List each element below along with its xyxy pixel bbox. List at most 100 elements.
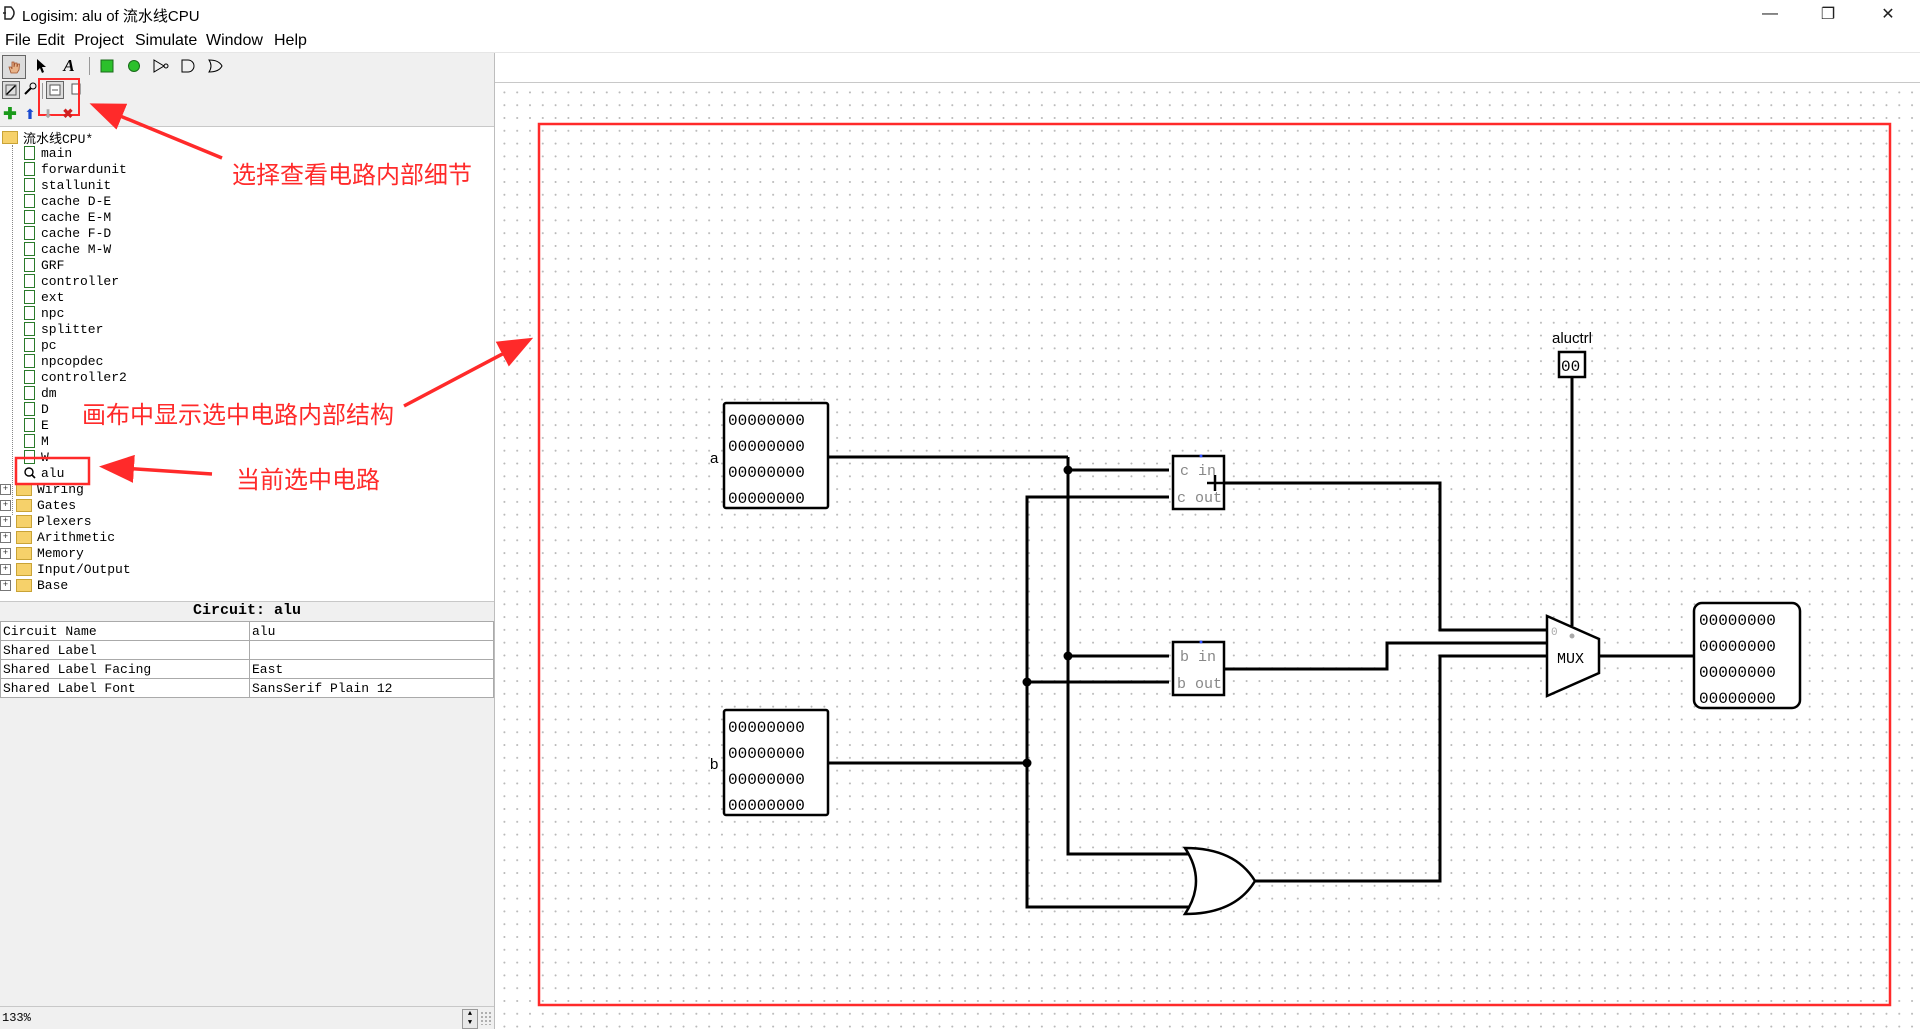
attribute-value[interactable]: SansSerif Plain 12	[249, 678, 494, 698]
attribute-value[interactable]	[249, 640, 494, 660]
attribute-value[interactable]: alu	[249, 621, 494, 641]
library-plexers[interactable]: +Plexers	[0, 513, 92, 529]
or-gate-tool-button[interactable]	[204, 55, 226, 77]
circuit-item-label: main	[41, 145, 73, 161]
expand-icon[interactable]: +	[0, 531, 11, 543]
menu-window[interactable]: Window	[206, 32, 263, 49]
circuit-item-label: cache E-M	[41, 209, 112, 225]
circuit-item-controller2[interactable]: controller2	[24, 369, 127, 385]
project-root-label: 流水线CPU*	[23, 131, 94, 147]
poke-tool-button[interactable]	[2, 55, 26, 79]
input-b-bits-row-3: 00000000	[728, 771, 805, 789]
circuit-canvas[interactable]: 00000000 00000000 00000000 00000000 a 00…	[495, 82, 1920, 1030]
circuit-item-ext[interactable]: ext	[24, 289, 64, 305]
circuit-item-stallunit[interactable]: stallunit	[24, 177, 111, 193]
library-gates[interactable]: +Gates	[0, 497, 76, 513]
circuit-item-main[interactable]: main	[24, 145, 72, 161]
view-circuit-appearance-button[interactable]	[68, 81, 84, 97]
circuit-item-grf[interactable]: GRF	[24, 257, 64, 273]
folder-icon	[16, 530, 32, 544]
junction-a-2	[1063, 651, 1073, 661]
zoom-down-icon[interactable]: ▼	[467, 1019, 473, 1027]
menu-simulate[interactable]: Simulate	[135, 32, 198, 49]
output-pin[interactable]: 00000000 00000000 00000000 00000000	[1692, 601, 1802, 710]
library-arithmetic[interactable]: +Arithmetic	[0, 529, 115, 545]
subcircuit-2[interactable]: b in b out	[1171, 640, 1226, 697]
expand-icon[interactable]: +	[0, 483, 11, 495]
not-gate-tool-button[interactable]	[150, 55, 172, 77]
circuit-item-alu[interactable]: alu	[24, 465, 64, 481]
circuit-item-npc[interactable]: npc	[24, 305, 64, 321]
and-gate-tool-button[interactable]	[177, 55, 199, 77]
subcircuit-1-in-label: c in	[1180, 463, 1216, 480]
circuit-item-m[interactable]: M	[24, 433, 49, 449]
circuit-item-forwardunit[interactable]: forwardunit	[24, 161, 127, 177]
project-root[interactable]: 流水线CPU*	[2, 129, 94, 147]
output-pin-tool-button[interactable]	[123, 55, 145, 77]
circuit-item-d[interactable]: D	[24, 401, 49, 417]
circuit-item-e[interactable]: E	[24, 417, 49, 433]
circuit-item-cache-e-m[interactable]: cache E-M	[24, 209, 111, 225]
junction-a-1	[1063, 465, 1073, 475]
circuit-item-npcopdec[interactable]: npcopdec	[24, 353, 103, 369]
circuit-item-cache-d-e[interactable]: cache D-E	[24, 193, 111, 209]
restore-button[interactable]: ❐	[1820, 6, 1836, 23]
text-tool-button[interactable]: A	[58, 55, 80, 77]
circuit-item-cache-f-d[interactable]: cache F-D	[24, 225, 111, 241]
input-pin-b[interactable]: 00000000 00000000 00000000 00000000	[722, 708, 830, 817]
attribute-row[interactable]: Shared Label	[0, 640, 494, 660]
circuit-item-dm[interactable]: dm	[24, 385, 57, 401]
input-b-label: b	[710, 756, 718, 773]
expand-icon[interactable]: +	[0, 547, 11, 559]
status-bar: 133% ▲▼	[0, 1006, 494, 1030]
circuit-item-cache-m-w[interactable]: cache M-W	[24, 241, 111, 257]
wire-a-to-or	[1066, 656, 1189, 856]
circuit-item-w[interactable]: W	[24, 449, 49, 465]
junctions	[1022, 465, 1073, 768]
circuit-item-pc[interactable]: pc	[24, 337, 57, 353]
attribute-name: Shared Label	[0, 640, 250, 660]
resize-grip-icon[interactable]	[480, 1011, 492, 1025]
expand-icon[interactable]: +	[0, 579, 11, 591]
input-pin-a[interactable]: 00000000 00000000 00000000 00000000	[722, 401, 830, 510]
simulation-tree-button[interactable]	[22, 81, 38, 97]
circuit-item-splitter[interactable]: splitter	[24, 321, 103, 337]
input-pin-tool-button[interactable]	[96, 55, 118, 77]
folder-icon	[16, 578, 32, 592]
menu-edit[interactable]: Edit	[37, 32, 65, 49]
zoom-up-icon[interactable]: ▲	[467, 1010, 473, 1018]
expand-icon[interactable]: +	[0, 515, 11, 527]
or-gate[interactable]	[1182, 846, 1257, 916]
move-up-button[interactable]: ⬆	[22, 106, 38, 122]
wire-sub2-to-mux	[1224, 641, 1547, 671]
aluctrl-input-pin[interactable]: 00	[1557, 350, 1587, 379]
menu-project[interactable]: Project	[74, 32, 124, 49]
close-button[interactable]: ✕	[1881, 6, 1895, 23]
attribute-value[interactable]: East	[249, 659, 494, 679]
move-down-button[interactable]: ⬇	[40, 106, 56, 122]
circuit-item-controller[interactable]: controller	[24, 273, 119, 289]
select-tool-button[interactable]	[30, 55, 52, 77]
circuit-layout-icon	[49, 84, 61, 96]
multiplexer[interactable]: MUX 0	[1545, 614, 1601, 698]
circuit-item-label: npcopdec	[41, 353, 104, 369]
zoom-spinner[interactable]: ▲▼	[462, 1009, 478, 1029]
menu-file[interactable]: File	[5, 32, 31, 49]
library-base[interactable]: +Base	[0, 577, 68, 593]
show-toolbox-button[interactable]	[2, 81, 20, 99]
library-wiring[interactable]: +Wiring	[0, 481, 84, 497]
menu-help[interactable]: Help	[274, 32, 307, 49]
view-circuit-layout-button[interactable]	[46, 81, 64, 99]
remove-circuit-button[interactable]: ✖	[60, 106, 76, 122]
expand-icon[interactable]: +	[0, 563, 11, 575]
library-memory[interactable]: +Memory	[0, 545, 84, 561]
expand-icon[interactable]: +	[0, 499, 11, 511]
library-input-output[interactable]: +Input/Output	[0, 561, 131, 577]
add-circuit-button[interactable]: ✚	[2, 106, 18, 123]
circuit-icon	[24, 258, 35, 272]
minimize-button[interactable]: —	[1762, 5, 1778, 22]
